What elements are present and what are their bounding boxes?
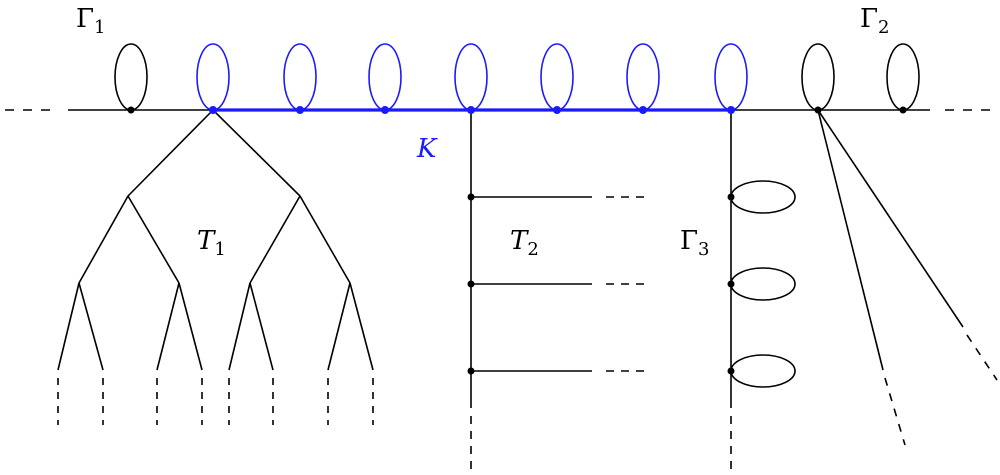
gamma2-ray-dashes (884, 334, 998, 446)
label-t2: T2 (510, 226, 539, 260)
loop-right-2 (886, 43, 920, 111)
blue-vertices (209, 106, 735, 114)
graph-gamma3 (730, 110, 796, 408)
tree-t2 (470, 110, 592, 408)
label-gamma3: Γ3 (680, 226, 710, 260)
label-gamma2: Γ2 (860, 4, 890, 38)
tree-t1-dashes (57, 378, 374, 425)
label-gamma1: Γ1 (76, 4, 106, 38)
loop-right-1 (801, 43, 835, 111)
label-t1: T1 (197, 226, 226, 260)
black-strokes (5, 43, 998, 472)
subgraph-k (196, 43, 748, 112)
tree-t1 (57, 109, 374, 371)
black-vertices (127, 106, 907, 375)
loop-left (114, 43, 148, 111)
tree-t2-dashes (470, 196, 645, 472)
gamma2-rays (817, 109, 964, 371)
label-k: K (416, 134, 438, 164)
